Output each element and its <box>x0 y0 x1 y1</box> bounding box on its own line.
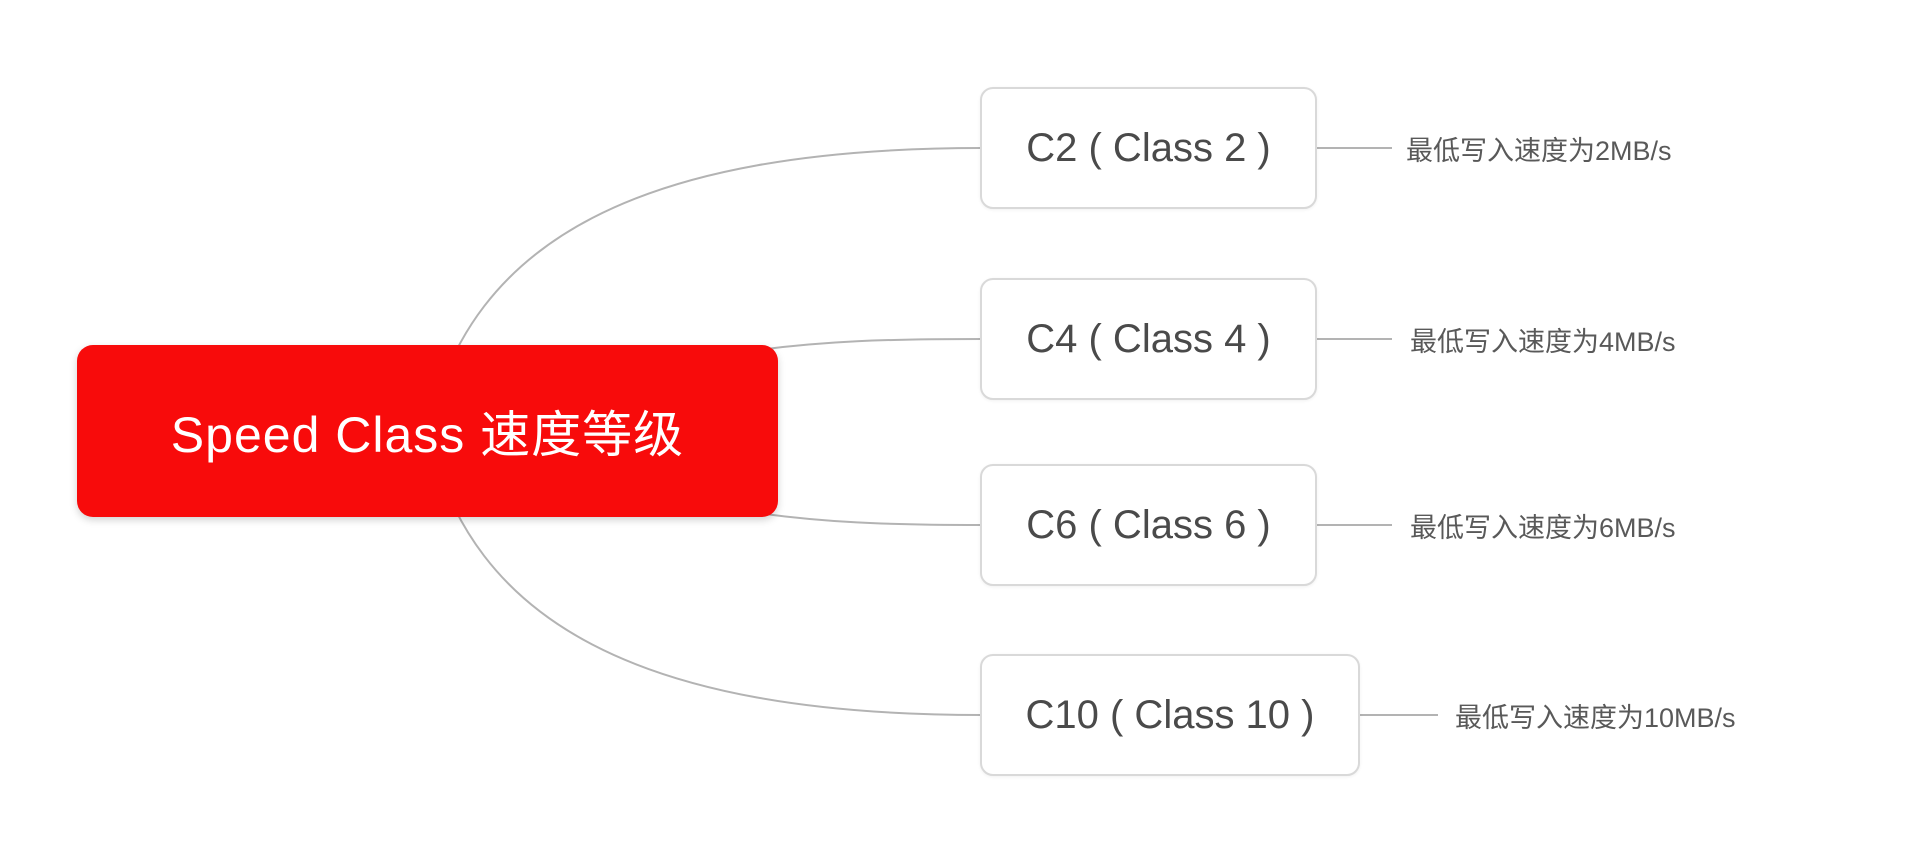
topic-c2[interactable]: C2 ( Class 2 ) <box>980 87 1317 209</box>
topic-c10[interactable]: C10 ( Class 10 ) <box>980 654 1360 776</box>
note-c10-label: 最低写入速度为10MB/s <box>1455 702 1736 733</box>
note-c6[interactable]: 最低写入速度为6MB/s <box>1410 503 1676 547</box>
root-topic-label: Speed Class 速度等级 <box>170 407 685 463</box>
note-c4[interactable]: 最低写入速度为4MB/s <box>1410 317 1676 361</box>
topic-c4-label: C4 ( Class 4 ) <box>1026 316 1271 361</box>
topic-c10-label: C10 ( Class 10 ) <box>1025 692 1315 737</box>
topic-c2-label: C2 ( Class 2 ) <box>1026 125 1271 170</box>
note-c2-label: 最低写入速度为2MB/s <box>1406 135 1672 166</box>
note-c10[interactable]: 最低写入速度为10MB/s <box>1455 693 1736 737</box>
topic-c6[interactable]: C6 ( Class 6 ) <box>980 464 1317 586</box>
topic-c4[interactable]: C4 ( Class 4 ) <box>980 278 1317 400</box>
note-c6-label: 最低写入速度为6MB/s <box>1410 512 1676 543</box>
root-topic[interactable]: Speed Class 速度等级 <box>77 345 778 517</box>
note-c2[interactable]: 最低写入速度为2MB/s <box>1406 126 1672 170</box>
note-c4-label: 最低写入速度为4MB/s <box>1410 326 1676 357</box>
topic-c6-label: C6 ( Class 6 ) <box>1026 502 1271 547</box>
